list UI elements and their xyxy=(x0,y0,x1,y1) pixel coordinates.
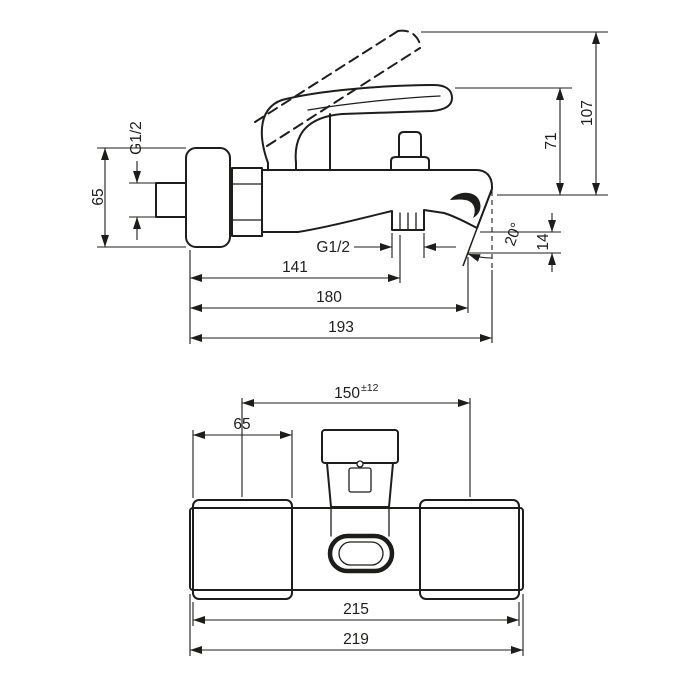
dim-219: 219 xyxy=(189,594,524,656)
dim-150-tolerance: ±12 xyxy=(361,382,379,394)
dim-141-label: 141 xyxy=(282,259,308,276)
dim-193-label: 193 xyxy=(328,319,354,336)
side-view-drawing: G1/2 65 71 107 14 xyxy=(90,29,608,344)
dim-g12-wall-label: G1/2 xyxy=(128,121,145,155)
dim-71: 71 xyxy=(455,87,572,195)
spout-outlet-front xyxy=(327,533,395,574)
dim-65-front: 65 xyxy=(192,416,293,498)
dim-215-label: 215 xyxy=(343,601,369,618)
spout-outlet-insert xyxy=(450,192,481,218)
spout-front-edges xyxy=(330,507,390,537)
dim-projections: 141 180 193 xyxy=(189,235,493,344)
union-nut xyxy=(231,167,263,237)
dim-107: 107 xyxy=(421,31,608,196)
dim-14: 14 xyxy=(468,213,561,272)
dim-65-side-label: 65 xyxy=(90,188,107,205)
escutcheon-left-front xyxy=(192,499,293,600)
diverter-knob xyxy=(398,131,422,158)
faucet-body-outline xyxy=(261,169,493,233)
handle-pin xyxy=(356,460,364,468)
dim-angle-label: 20° xyxy=(502,221,526,249)
dim-65-front-label: 65 xyxy=(233,416,250,433)
escutcheon-right-front xyxy=(419,499,520,600)
dim-g12-wall: G1/2 xyxy=(128,121,156,240)
handle-front-top xyxy=(321,429,399,464)
handle-contour-line xyxy=(307,95,441,111)
dim-219-label: 219 xyxy=(343,631,369,648)
dim-150: 150 ±12 xyxy=(241,382,471,497)
dim-g12-spout-label: G1/2 xyxy=(316,239,350,256)
handle-raised-position-dashed xyxy=(254,29,422,147)
handle-lever xyxy=(260,84,453,171)
handle-front-inset xyxy=(348,467,372,493)
dim-107-label: 107 xyxy=(579,100,596,126)
front-view-drawing: 150 ±12 65 215 219 xyxy=(189,382,524,656)
diverter-base xyxy=(390,156,430,171)
aerator-knurl xyxy=(399,212,417,230)
dim-215: 215 xyxy=(192,601,520,626)
wall-nipple xyxy=(155,182,187,218)
dim-65-side: 65 xyxy=(90,147,186,248)
wall-escutcheon-side xyxy=(185,147,231,248)
dim-150-label: 150 xyxy=(334,385,360,402)
dim-spout-angle: 20° xyxy=(462,187,526,268)
body-front xyxy=(189,507,524,591)
dim-180-label: 180 xyxy=(316,289,342,306)
dim-g12-spout: G1/2 xyxy=(316,233,456,258)
dim-14-label: 14 xyxy=(535,233,552,251)
dim-71-label: 71 xyxy=(543,132,560,149)
spout-aerator-front xyxy=(338,541,384,566)
